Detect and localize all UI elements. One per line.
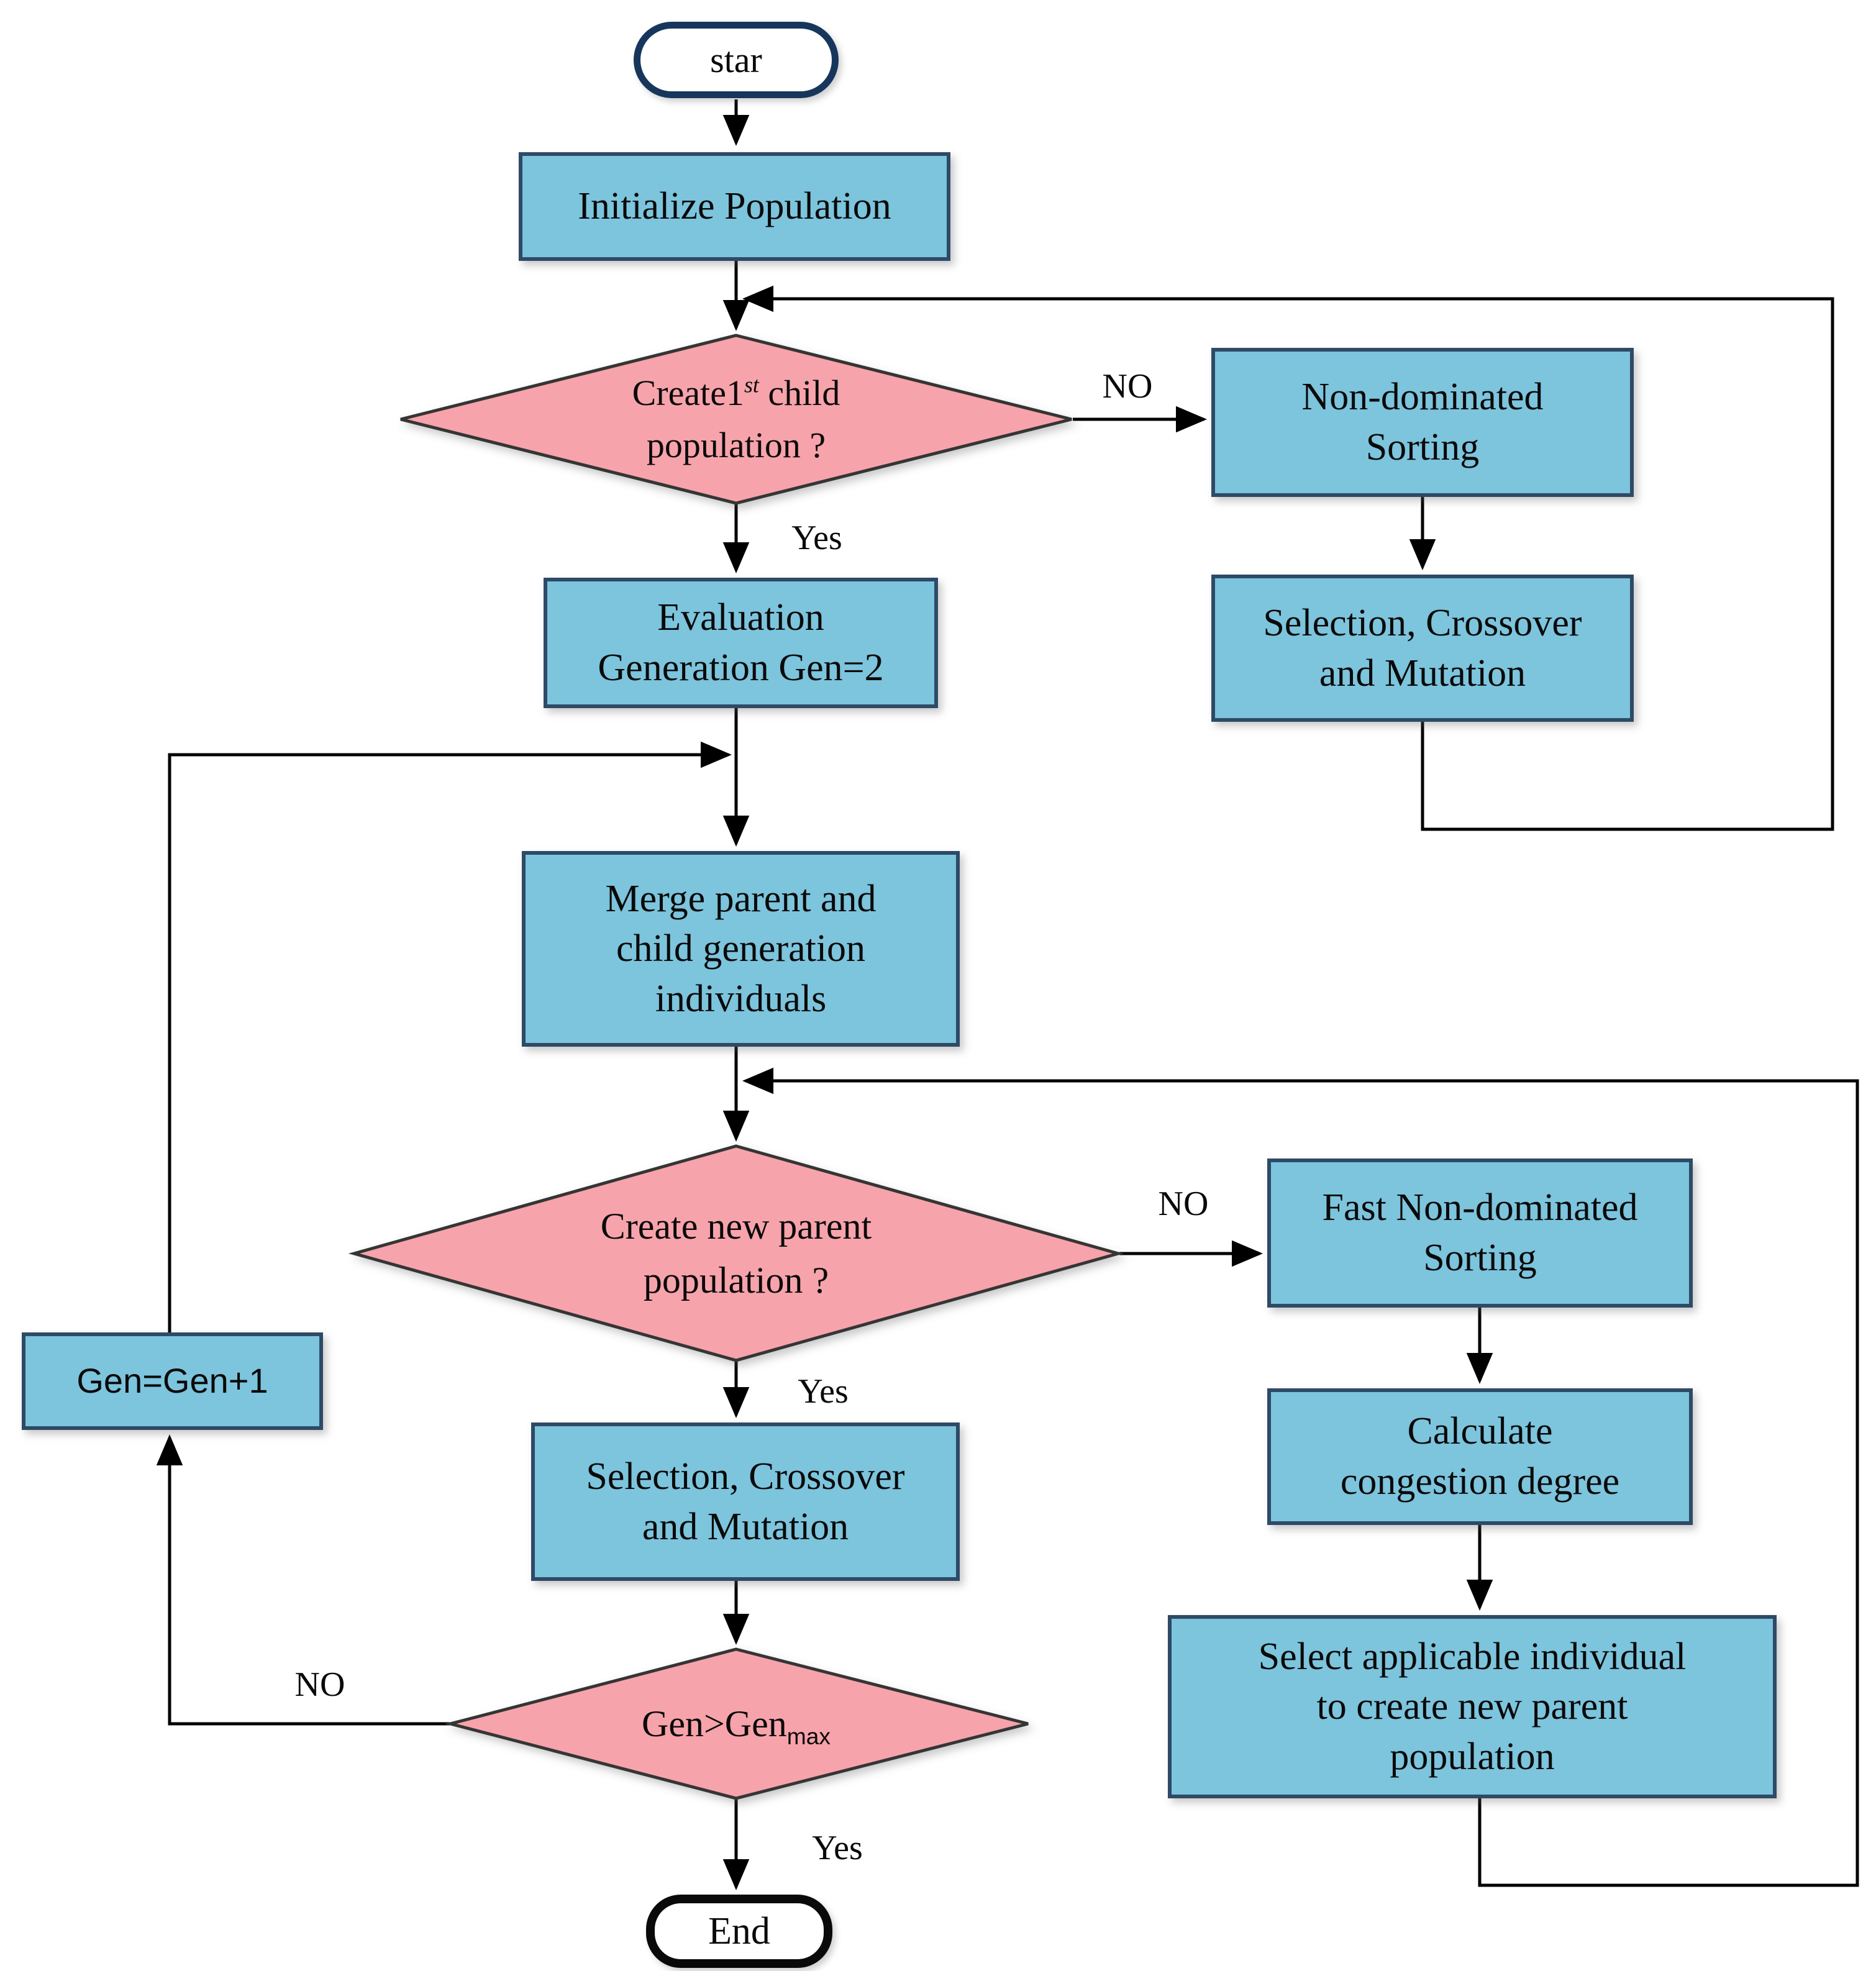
label-no-1: NO [1102, 367, 1153, 406]
process-label-line: Sorting [1423, 1237, 1537, 1279]
process-label-line: Non-dominated [1301, 376, 1544, 419]
process-label-line: and Mutation [642, 1505, 849, 1548]
process-label-line: to create new parent [1316, 1685, 1628, 1728]
decision1-line1: Create1st child [632, 372, 840, 413]
process-label-line: individuals [655, 977, 827, 1020]
process-select-applicable-individual: Select applicable individual to create n… [1168, 1615, 1777, 1798]
process-merge-parent-child: Merge parent and child generation indivi… [522, 851, 960, 1047]
decision3-text: Gen>Genmax [519, 1685, 954, 1762]
label-no-3: NO [294, 1665, 345, 1704]
decision-create-first-child [400, 334, 1072, 505]
process-non-dominated-sorting: Non-dominated Sorting [1211, 348, 1634, 497]
process-label-line: Evaluation [657, 596, 824, 639]
decision3-line: Gen>Genmax [641, 1703, 831, 1749]
process-gen-increment: Gen=Gen+1 [22, 1332, 323, 1430]
label-no-2: NO [1158, 1185, 1209, 1223]
start-label: star [710, 40, 762, 80]
decision1-line2: population ? [646, 425, 826, 465]
decision2-text: Create new parent population ? [488, 1177, 985, 1329]
process-initialize-population: Initialize Population [519, 152, 950, 261]
decision2-line2: population ? [643, 1259, 829, 1301]
process-label-line: and Mutation [1319, 652, 1526, 694]
process-label-line: congestion degree [1340, 1460, 1620, 1503]
decision1-text: Create1st child population ? [488, 344, 985, 495]
superscript-st: st [744, 372, 759, 398]
decision-create-new-parent [348, 1144, 1124, 1362]
label-yes-1: Yes [791, 519, 842, 557]
edge-decision3-no [156, 1434, 450, 1726]
decision2-line1: Create new parent [600, 1205, 872, 1247]
subscript-max: max [786, 1723, 831, 1749]
process-label-line: Merge parent and [605, 877, 877, 920]
edge-loop-new-parent [742, 1067, 1859, 1887]
edge-loop-first-child [742, 285, 1834, 831]
process-fast-non-dominated-sorting: Fast Non-dominated Sorting [1267, 1158, 1693, 1308]
process-label: Initialize Population [578, 185, 891, 228]
end-label: End [708, 1910, 770, 1952]
start-terminal: star [634, 22, 839, 98]
process-label-line: Selection, Crossover [586, 1455, 905, 1498]
process-label-line: Fast Non-dominated [1322, 1186, 1638, 1229]
process-label-line: child generation [616, 927, 866, 970]
label-yes-2: Yes [798, 1372, 849, 1411]
process-label-line: Calculate [1407, 1410, 1553, 1453]
process-label-line: population [1390, 1735, 1555, 1778]
process-label: Gen=Gen+1 [76, 1361, 268, 1401]
process-label-line: Select applicable individual [1258, 1635, 1687, 1678]
process-calculate-congestion: Calculate congestion degree [1267, 1388, 1693, 1525]
process-label-line: Sorting [1365, 426, 1480, 468]
process-selection-crossover-right: Selection, Crossover and Mutation [1211, 575, 1634, 722]
process-selection-crossover-main: Selection, Crossover and Mutation [531, 1422, 960, 1581]
edge-geninc-return [168, 741, 732, 1332]
process-evaluation-generation: Evaluation Generation Gen=2 [544, 578, 938, 708]
end-terminal: End [646, 1895, 832, 1968]
decision-gen-max [444, 1647, 1029, 1800]
process-label-line: Selection, Crossover [1263, 601, 1582, 644]
process-label-line: Generation Gen=2 [598, 647, 884, 689]
label-yes-3: Yes [812, 1829, 863, 1867]
